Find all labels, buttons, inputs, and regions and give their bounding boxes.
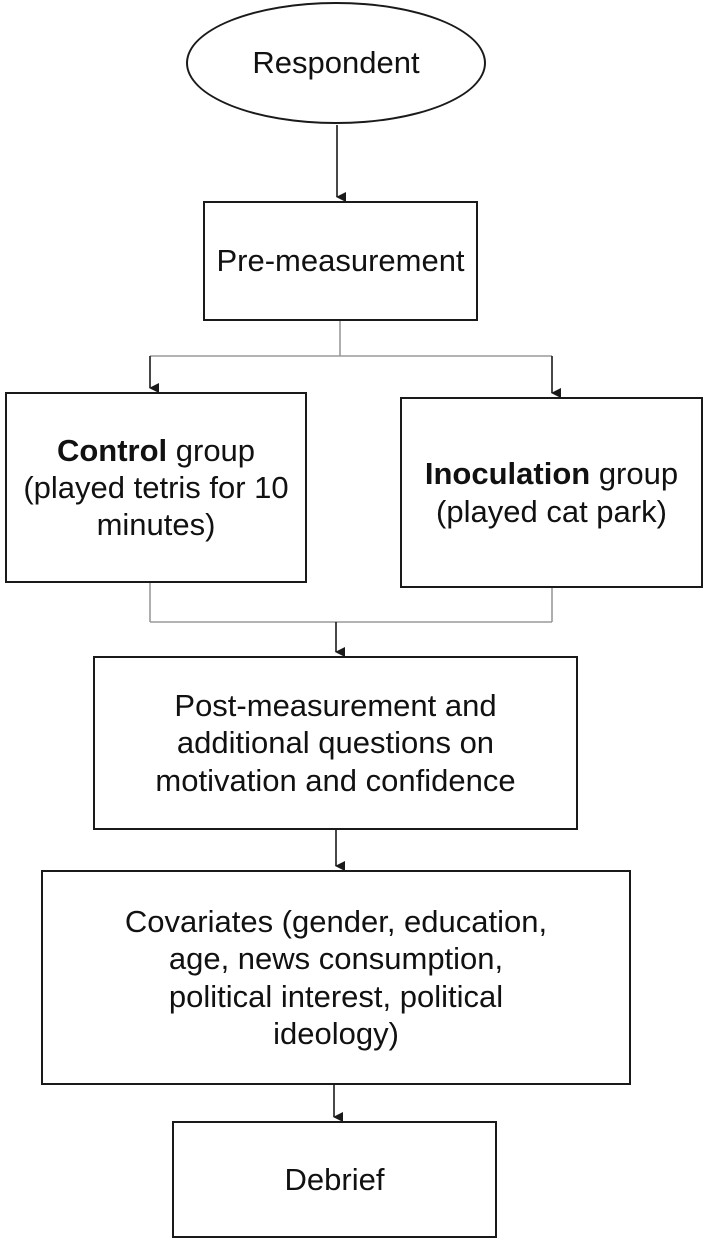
respondent-label: Respondent bbox=[252, 45, 420, 81]
control-group-line-1: (played tetris for 10 bbox=[23, 469, 289, 505]
pre-measurement-node: Pre-measurement bbox=[203, 201, 478, 321]
covariates-line-2: age, news consumption, bbox=[168, 941, 504, 977]
post-measurement-line-2: additional questions on bbox=[176, 725, 495, 761]
control-group-title-rest: group bbox=[167, 432, 256, 468]
pre-measurement-label: Pre-measurement bbox=[216, 243, 465, 279]
control-group-bold: Control bbox=[56, 432, 168, 468]
control-group-node: Control group (played tetris for 10 minu… bbox=[5, 392, 307, 583]
covariates-node: Covariates (gender, education, age, news… bbox=[41, 870, 631, 1085]
inoculation-group-title: Inoculation group bbox=[425, 455, 678, 492]
inoculation-group-bold: Inoculation bbox=[424, 456, 591, 492]
post-measurement-line-3: motivation and confidence bbox=[155, 762, 516, 798]
inoculation-group-title-rest: group bbox=[590, 456, 679, 492]
debrief-label: Debrief bbox=[284, 1161, 385, 1197]
control-group-line-2: minutes) bbox=[96, 507, 216, 543]
post-measurement-node: Post-measurement and additional question… bbox=[93, 656, 578, 830]
control-group-title: Control group bbox=[57, 432, 255, 469]
respondent-node: Respondent bbox=[186, 2, 486, 124]
inoculation-group-line-1: (played cat park) bbox=[436, 493, 667, 529]
post-measurement-line-1: Post-measurement and bbox=[174, 688, 497, 724]
covariates-line-4: ideology) bbox=[273, 1015, 399, 1051]
covariates-line-1: Covariates (gender, education, bbox=[124, 904, 548, 940]
inoculation-group-node: Inoculation group (played cat park) bbox=[400, 397, 703, 588]
covariates-line-3: political interest, political bbox=[168, 978, 504, 1014]
debrief-node: Debrief bbox=[172, 1121, 497, 1238]
